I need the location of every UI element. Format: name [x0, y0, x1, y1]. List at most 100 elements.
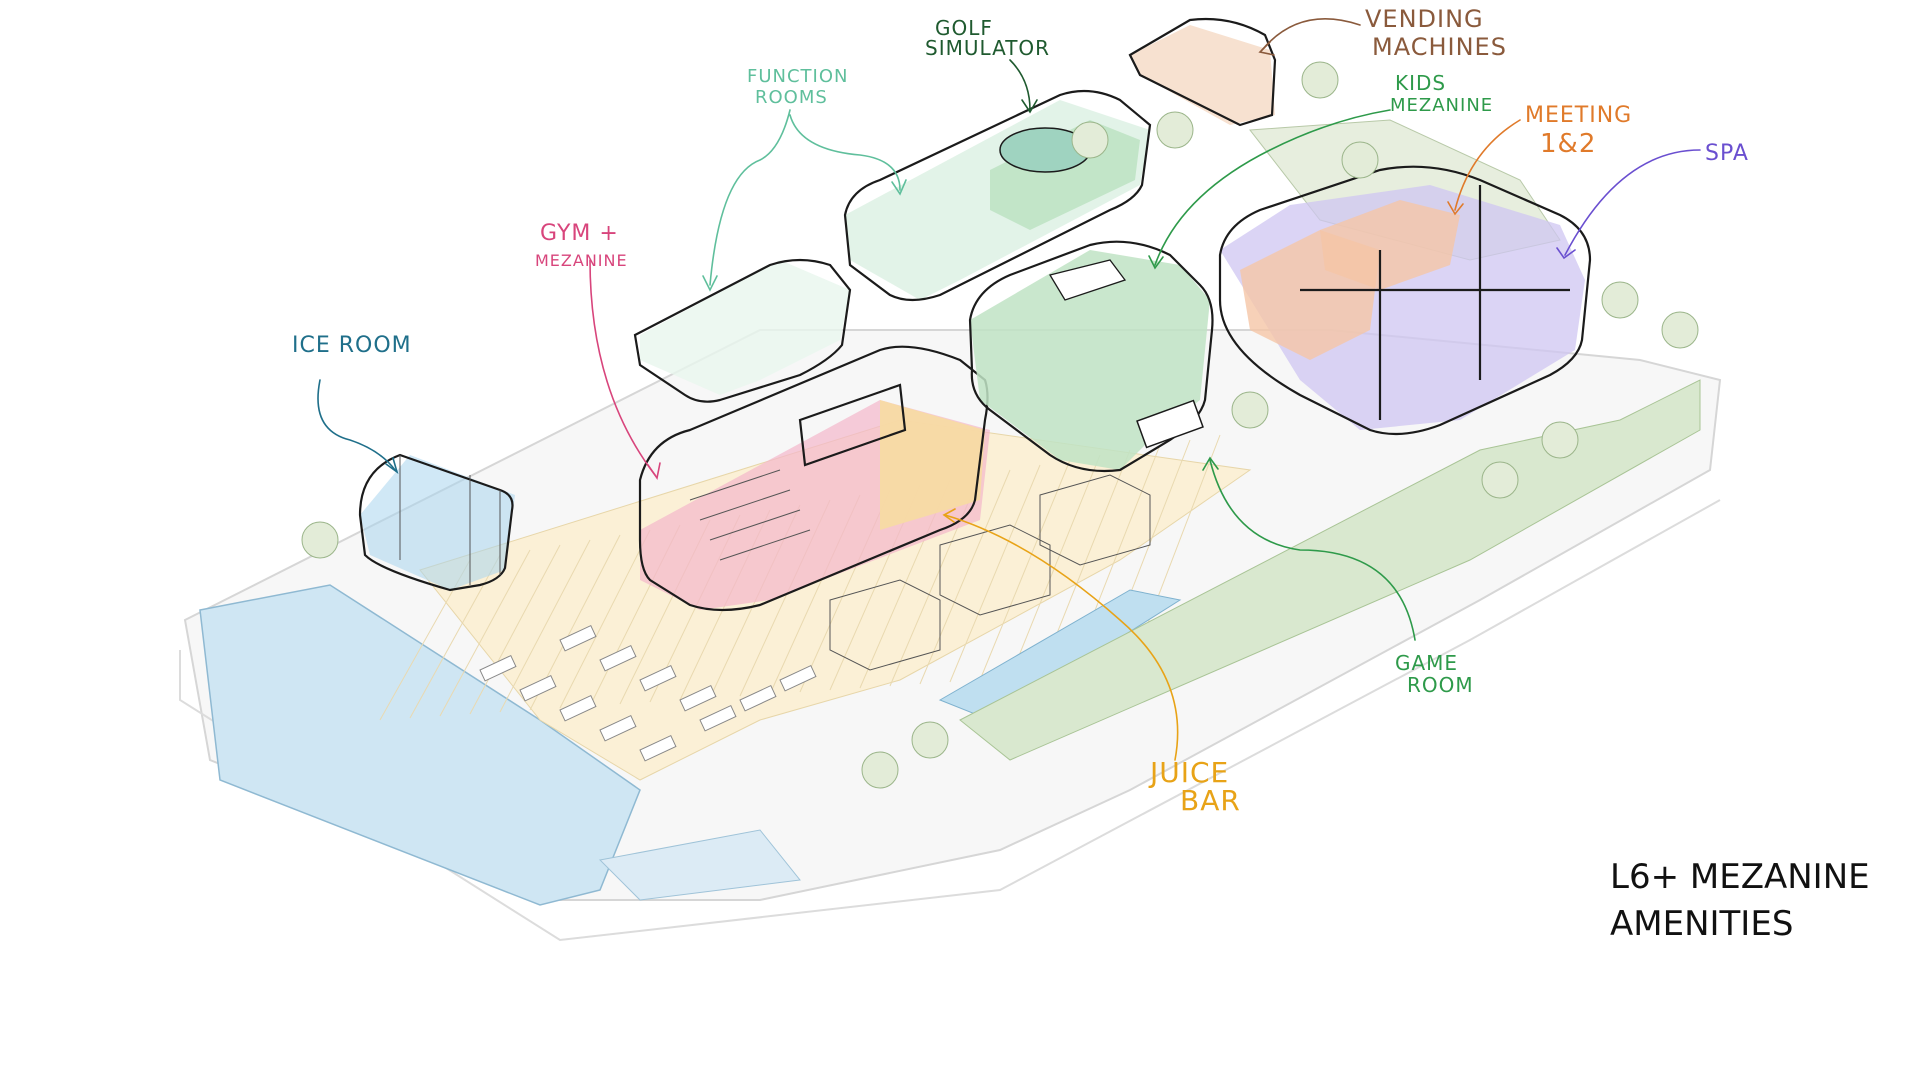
- svg-text:JUICE: JUICE: [1148, 756, 1229, 789]
- ice-leader: [317, 379, 396, 471]
- label-game-line1: GAME: [1395, 651, 1458, 675]
- label-function-line2: ROOMS: [755, 87, 828, 108]
- tree: [1231, 391, 1269, 429]
- svg-text:SPA: SPA: [1705, 141, 1749, 166]
- svg-text:AMENITIES: AMENITIES: [1610, 904, 1793, 944]
- function-leader: [709, 109, 901, 286]
- deck-plank: [949, 464, 1041, 683]
- label-ice-line1: ICE ROOM: [292, 333, 412, 358]
- label-gym-mezzanine: GYM + MEZANINE: [535, 221, 628, 270]
- planting-trees: [301, 61, 1699, 789]
- vending-leader: [1261, 18, 1361, 51]
- deck-plank: [409, 554, 501, 719]
- lounger: [559, 624, 597, 652]
- svg-text:GYM +: GYM +: [540, 221, 619, 246]
- svg-text:MACHINES: MACHINES: [1372, 33, 1507, 61]
- juice-leader: [944, 514, 1179, 761]
- label-vending-line2: MACHINES: [1372, 33, 1507, 61]
- label-spa-line1: SPA: [1705, 141, 1749, 166]
- svg-text:L6+ MEZANINE: L6+ MEZANINE: [1610, 857, 1870, 897]
- deck-plank: [919, 469, 1011, 685]
- deck-plank: [1009, 454, 1101, 679]
- lounger: [599, 714, 637, 742]
- ice-room-volume: [358, 453, 515, 592]
- title-block: L6+ MEZANINE AMENITIES: [1610, 857, 1870, 944]
- label-meeting-line2: 1&2: [1540, 129, 1596, 159]
- label-meeting-line1: MEETING: [1525, 103, 1632, 128]
- svg-text:MEZANINE: MEZANINE: [535, 251, 628, 270]
- label-vending-line1: VENDING: [1365, 5, 1484, 33]
- svg-text:MEZANINE: MEZANINE: [1390, 95, 1493, 116]
- label-kids-mezzanine: KIDS MEZANINE: [1390, 71, 1493, 116]
- swimming-pool: [199, 584, 801, 906]
- tree: [1156, 111, 1194, 149]
- tree: [301, 521, 339, 559]
- tree: [861, 751, 899, 789]
- meeting-leader: [1454, 119, 1521, 211]
- tree: [1661, 311, 1699, 349]
- lounger: [639, 734, 677, 762]
- label-function-rooms: FUNCTION ROOMS: [747, 66, 849, 108]
- deck-plank: [439, 549, 531, 717]
- kids-game-room-volume: [968, 240, 1214, 473]
- svg-text:1&2: 1&2: [1540, 129, 1596, 159]
- lounger: [519, 674, 557, 702]
- lounger: [559, 694, 597, 722]
- label-kids-line1: KIDS: [1395, 71, 1446, 95]
- deck-plank: [559, 529, 651, 709]
- tree: [911, 721, 949, 759]
- kids-leader: [1154, 109, 1391, 266]
- spa-meeting-volume: [1218, 165, 1592, 436]
- label-kids-line2: MEZANINE: [1390, 95, 1493, 116]
- gym-mezzanine-volume: [638, 345, 990, 612]
- pool-loungers: [479, 624, 817, 762]
- tree: [1481, 461, 1519, 499]
- svg-text:GOLF: GOLF: [935, 16, 993, 40]
- deck-plank: [499, 539, 591, 713]
- svg-text:MEETING: MEETING: [1525, 103, 1632, 128]
- tree: [1301, 61, 1339, 99]
- spa-leader: [1564, 149, 1701, 256]
- tree: [1601, 281, 1639, 319]
- label-vending-machines: VENDING MACHINES: [1365, 5, 1507, 61]
- lounger: [479, 654, 517, 682]
- deck-plank: [979, 459, 1071, 681]
- svg-text:ROOM: ROOM: [1407, 673, 1474, 697]
- label-gym-line2: MEZANINE: [535, 251, 628, 270]
- timber-deck: [379, 419, 1252, 781]
- label-juice-line2: BAR: [1180, 784, 1241, 817]
- gym-leader: [589, 259, 656, 476]
- vending-volume: [1128, 17, 1277, 127]
- svg-text:GAME: GAME: [1395, 651, 1458, 675]
- label-golf-line1: GOLF: [935, 16, 993, 40]
- label-golf-simulator: GOLF SIMULATOR: [925, 16, 1049, 60]
- svg-text:VENDING: VENDING: [1365, 5, 1484, 33]
- svg-text:ROOMS: ROOMS: [755, 87, 828, 108]
- label-meeting: MEETING 1&2: [1525, 103, 1632, 159]
- lounger: [739, 684, 777, 712]
- deck-plank: [469, 544, 561, 715]
- svg-text:BAR: BAR: [1180, 784, 1241, 817]
- tree: [1541, 421, 1579, 459]
- tree: [1341, 141, 1379, 179]
- title-line1: L6+ MEZANINE: [1610, 857, 1870, 897]
- label-ice-room: ICE ROOM: [292, 333, 412, 358]
- title-line2: AMENITIES: [1610, 904, 1793, 944]
- label-game-room: GAME ROOM: [1395, 651, 1474, 697]
- golf-leader: [1009, 59, 1031, 111]
- lounger: [599, 644, 637, 672]
- leader-lines: [317, 18, 1701, 761]
- label-juice-bar: JUICE BAR: [1148, 756, 1241, 817]
- label-game-line2: ROOM: [1407, 673, 1474, 697]
- function-room-a-volume: [633, 258, 852, 403]
- tree: [1071, 121, 1109, 159]
- cabanas: [829, 474, 1151, 671]
- svg-text:FUNCTION: FUNCTION: [747, 66, 849, 87]
- svg-text:KIDS: KIDS: [1395, 71, 1446, 95]
- lounger: [679, 684, 717, 712]
- label-juice-line1: JUICE: [1148, 756, 1229, 789]
- lounger: [699, 704, 737, 732]
- lounger: [639, 664, 677, 692]
- svg-text:ICE ROOM: ICE ROOM: [292, 333, 412, 358]
